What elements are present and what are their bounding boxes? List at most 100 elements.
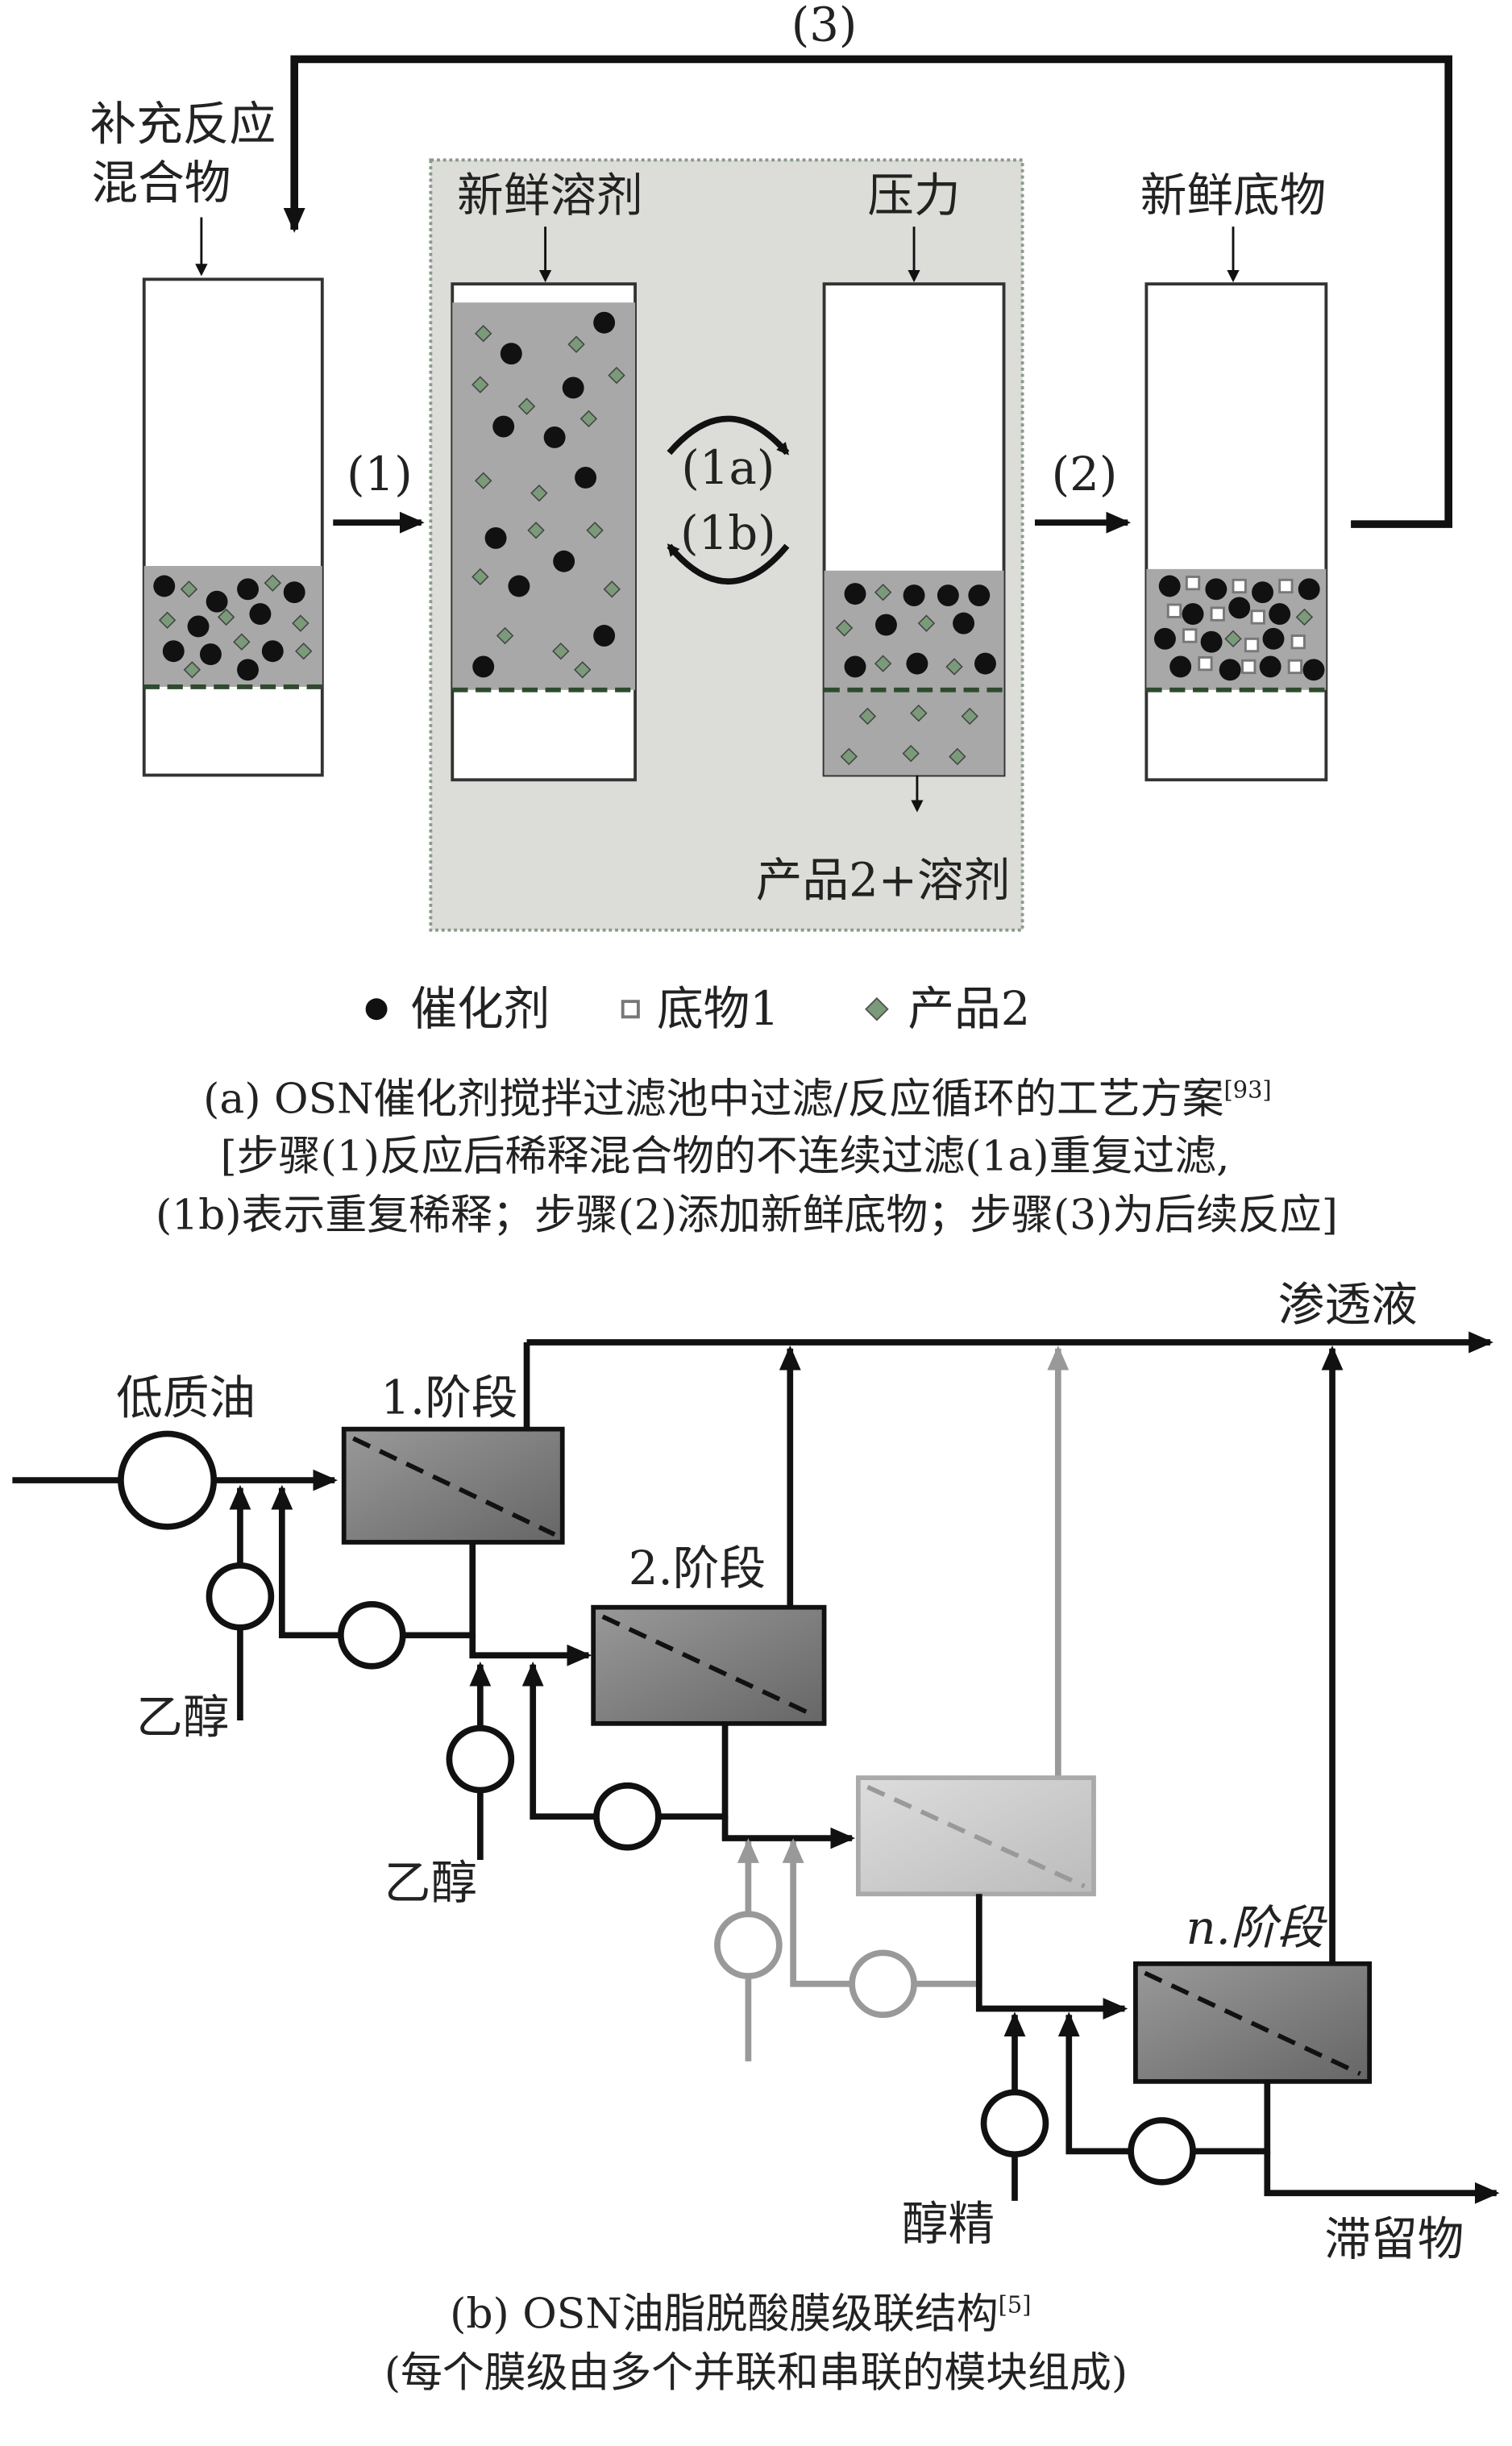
step3-label: (3) [791, 0, 858, 52]
stage1-retentate-line [469, 1635, 592, 1666]
caption-b-line1: (b) OSN油脂脱酸膜级联结构[5] [450, 2290, 1031, 2338]
permeate-label: 渗透液 [1278, 1277, 1418, 1332]
ethanol1-label: 乙醇 [136, 1689, 229, 1744]
catalyst-particle [1158, 575, 1181, 597]
reactor-column-2 [451, 282, 637, 782]
product-particle [496, 626, 514, 645]
product-particle [949, 747, 966, 766]
substrate-particle [1287, 659, 1303, 675]
product-particle [945, 658, 963, 676]
stage1-label: 1.阶段 [380, 1370, 517, 1425]
particles [153, 574, 313, 681]
catalyst-particle [1302, 659, 1325, 681]
product-particle [874, 655, 892, 672]
catalyst-particle [937, 584, 959, 606]
legend: 催化剂 底物1 产品2 [365, 981, 1030, 1036]
membrane-line [352, 1436, 556, 1537]
substrate-particle [1210, 606, 1225, 622]
product-particle [292, 614, 309, 632]
step1-label: (1) [347, 447, 413, 501]
ethanol2-label: 乙醇 [384, 1855, 477, 1910]
product-particle [475, 324, 492, 343]
fresh-solvent-label: 新鲜溶剂 [457, 168, 643, 223]
stage2-label: 2.阶段 [629, 1541, 766, 1595]
catalyst-particle [1153, 627, 1176, 650]
ethanol2-pump-icon [446, 1724, 515, 1794]
product-particle [902, 744, 920, 763]
stagen-recycle-pump-icon [1128, 2117, 1196, 2186]
stage2-membrane-module [591, 1604, 827, 1726]
substrate-particle [1166, 603, 1182, 618]
legend-product: 产品2 [908, 981, 1030, 1036]
catalyst-particle [206, 590, 228, 613]
product-particle [158, 611, 177, 629]
catalyst-particle [187, 615, 210, 638]
ethanol1-pump-icon [206, 1562, 275, 1631]
substrate-particle [1182, 628, 1198, 643]
product-particle [530, 484, 548, 502]
retentate-line [1264, 2151, 1500, 2204]
stagen-membrane-module [1133, 1961, 1373, 2084]
stage2-recycle-pump-icon [593, 1782, 662, 1851]
catalyst-particle [1169, 655, 1192, 678]
catalyst-particle [953, 612, 975, 634]
product-particle [874, 583, 892, 601]
recycle-arrow [283, 55, 1452, 528]
catalyst-particle [1262, 627, 1285, 650]
stage3-retentate-line [975, 1894, 1128, 2020]
stage3-solvent-pump-icon [714, 1911, 783, 1979]
alcohol-label: 醇精 [902, 2196, 995, 2251]
stage1-recycle-pump-icon [338, 1601, 406, 1670]
legend-substrate: 底物1 [657, 981, 779, 1036]
product-particle [471, 568, 489, 586]
particles [471, 311, 625, 679]
product-particle [835, 619, 854, 637]
product-legend-icon [865, 996, 889, 1021]
catalyst-particle [492, 415, 515, 438]
substrate-particle [1232, 578, 1247, 594]
cycle-arrow-1b [667, 543, 790, 584]
catalyst-particle [261, 640, 284, 663]
stagen-label: n.阶段 [1186, 1900, 1328, 1955]
product-particle [471, 376, 489, 393]
step1a-label: (1a) [681, 440, 775, 495]
substrate-particle [1198, 655, 1213, 672]
catalyst-particle [844, 583, 866, 605]
alcohol-pump-icon [980, 2089, 1049, 2158]
catalyst-particle [1200, 630, 1223, 653]
catalyst-particle [562, 376, 584, 399]
product-particle [527, 522, 545, 539]
catalyst-particle [237, 578, 259, 601]
product-particle [574, 661, 592, 679]
part-a-scheme: (3) 补充反应 混合物 (1) 新鲜溶剂 (1a) (1b) 压力 产品2+溶… [89, 0, 1452, 1240]
stage2-retentate-line [721, 1816, 856, 1849]
substrate-particle [1250, 609, 1265, 625]
substrate-particle [1290, 634, 1306, 650]
catalyst-particle [875, 614, 897, 636]
product-particle [961, 707, 978, 726]
reactor-column-4 [1144, 282, 1328, 782]
catalyst-particle [500, 343, 522, 365]
catalyst-particle [283, 581, 305, 604]
catalyst-legend-icon [365, 998, 388, 1021]
reactor-column-3 [822, 282, 1006, 777]
fresh-substrate-label: 新鲜底物 [1140, 168, 1327, 223]
particles [835, 583, 996, 766]
product-out-label: 产品2+溶剂 [756, 852, 1011, 907]
catalyst-particle [484, 526, 507, 549]
product-particle [567, 335, 585, 353]
feed-label-line2: 混合物 [91, 155, 231, 210]
caption-a-line1: (a) OSN催化剂搅拌过滤池中过滤/反应循环的工艺方案[93] [203, 1075, 1272, 1124]
product-particle [475, 472, 492, 489]
substrate-particle [1244, 637, 1260, 653]
product-particle [840, 747, 858, 766]
feed-pump-icon [118, 1430, 218, 1530]
catalyst-particle [844, 655, 866, 678]
catalyst-particle [1219, 659, 1241, 681]
catalyst-particle [593, 625, 616, 647]
catalyst-particle [472, 655, 495, 678]
caption-a-line3: (1b)表示重复稀释；步骤(2)添加新鲜底物；步骤(3)为后续反应] [156, 1192, 1338, 1240]
membrane-line [1144, 1970, 1361, 2076]
feed-label-line1: 补充反应 [89, 96, 276, 151]
